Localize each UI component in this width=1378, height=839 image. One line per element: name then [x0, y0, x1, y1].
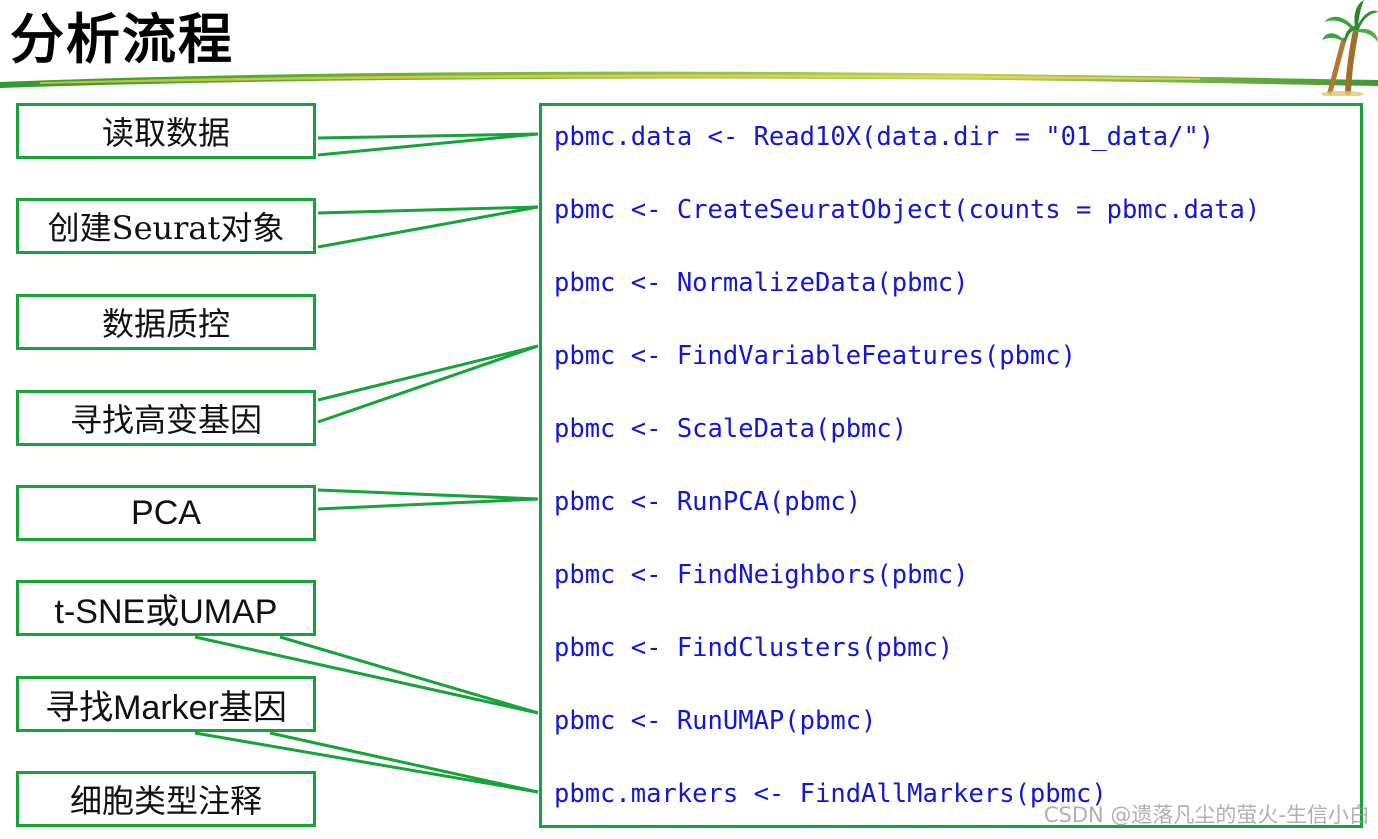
- step-create-seurat-object: 创建Seurat对象: [16, 198, 316, 254]
- code-line-read10x: pbmc.data <- Read10X(data.dir = "01_data…: [554, 122, 1215, 152]
- code-line-create-seurat: pbmc <- CreateSeuratObject(counts = pbmc…: [554, 195, 1261, 225]
- palm-tree-icon: [1322, 0, 1378, 96]
- step-label: t-SNE或UMAP: [54, 592, 278, 631]
- step-label: 创建Seurat对象: [47, 209, 285, 247]
- connector-variable-features: [317, 344, 539, 402]
- code-panel: pbmc.data <- Read10X(data.dir = "01_data…: [539, 103, 1363, 828]
- code-line-find-all-markers: pbmc.markers <- FindAllMarkers(pbmc): [554, 779, 1107, 809]
- header-divider: [0, 71, 1378, 88]
- watermark: CSDN @遗落凡尘的萤火-生信小白: [1043, 803, 1370, 827]
- step-label: 细胞类型注释: [69, 782, 262, 820]
- code-line-find-neighbors: pbmc <- FindNeighbors(pbmc): [554, 560, 969, 590]
- step-read-data: 读取数据: [16, 103, 316, 159]
- code-line-run-umap: pbmc <- RunUMAP(pbmc): [554, 706, 877, 736]
- step-pca: PCA: [16, 485, 316, 541]
- step-label: 数据质控: [101, 305, 230, 343]
- page-title: 分析流程: [10, 8, 234, 71]
- connector-read-data: [317, 132, 539, 140]
- code-line-scale: pbmc <- ScaleData(pbmc): [554, 414, 908, 444]
- connector-create-seurat: [317, 205, 539, 215]
- step-label: 寻找高变基因: [69, 401, 262, 439]
- step-tsne-umap: t-SNE或UMAP: [16, 580, 316, 636]
- code-line-find-variable: pbmc <- FindVariableFeatures(pbmc): [554, 341, 1076, 371]
- code-line-find-clusters: pbmc <- FindClusters(pbmc): [554, 633, 954, 663]
- step-label: 寻找Marker基因: [45, 688, 287, 727]
- connector-pca: [317, 488, 539, 501]
- step-variable-genes: 寻找高变基因: [16, 390, 316, 446]
- code-line-normalize: pbmc <- NormalizeData(pbmc): [554, 268, 969, 298]
- step-marker-genes: 寻找Marker基因: [16, 676, 316, 732]
- step-label: PCA: [131, 493, 201, 532]
- code-line-run-pca: pbmc <- RunPCA(pbmc): [554, 487, 862, 517]
- step-cell-type-annotation: 细胞类型注释: [16, 771, 316, 827]
- step-quality-control: 数据质控: [16, 294, 316, 350]
- step-label: 读取数据: [101, 114, 230, 152]
